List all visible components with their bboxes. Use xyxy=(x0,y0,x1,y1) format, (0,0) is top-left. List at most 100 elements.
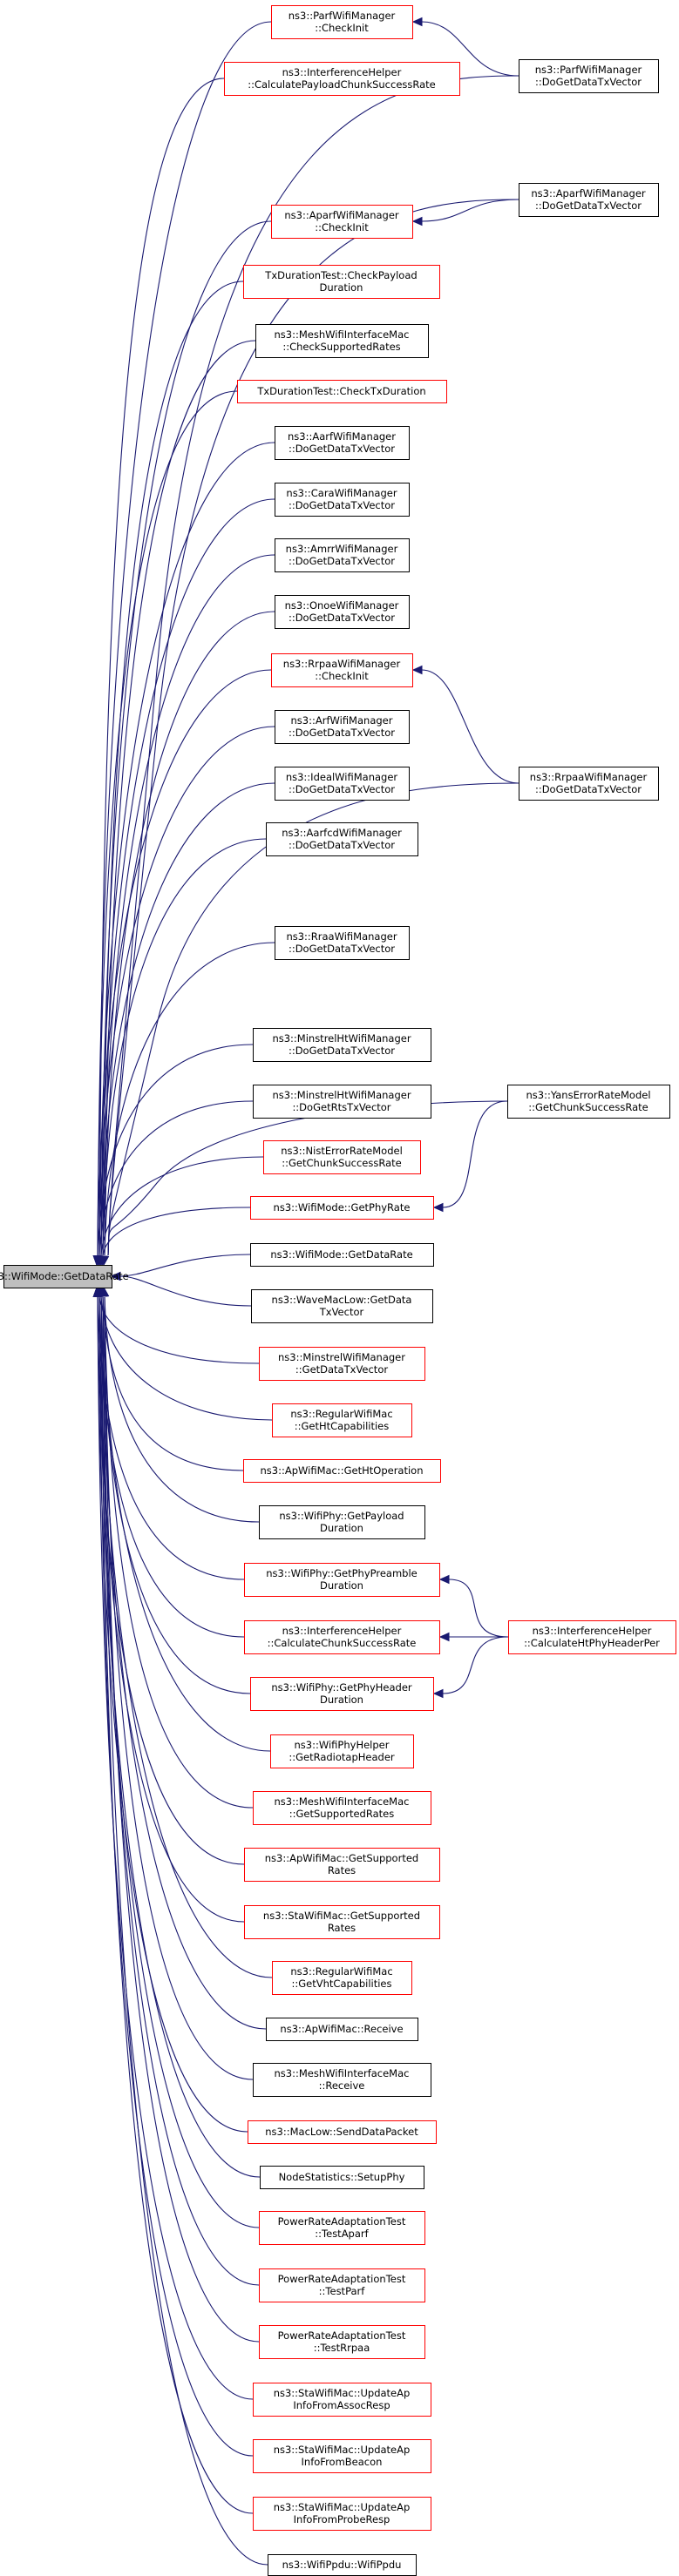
arrowhead-c44 xyxy=(98,1286,108,1297)
node-ns3-wifiphyhelper-getradiotapheader[interactable]: ns3::WifiPhyHelper::GetRadiotapHeader xyxy=(270,1734,414,1768)
node-ns3-interferencehelper-calculatepayloadchunksuccessrate[interactable]: ns3::InterferenceHelper::CalculatePayloa… xyxy=(224,62,460,96)
node-box xyxy=(250,1677,434,1711)
node-label: ::DoGetDataTxVector xyxy=(289,943,395,955)
node-ns3-wifippdu-wifippdu[interactable]: ns3::WifiPpdu::WifiPpdu xyxy=(268,2554,417,2576)
edge-c7-root xyxy=(98,442,275,1256)
node-label: ::GetVhtCapabilities xyxy=(292,1978,392,1990)
node-ns3-nisterrorratemodel-getchunksuccessrate[interactable]: ns3::NistErrorRateModel::GetChunkSuccess… xyxy=(263,1140,421,1174)
node-ns3-minstrelhtwifimanager-dogetdatatxvector[interactable]: ns3::MinstrelHtWifiManager::DoGetDataTxV… xyxy=(253,1028,431,1062)
node-ns3-apwifimac-getsupportedrates[interactable]: ns3::ApWifiMac::GetSupportedRates xyxy=(244,1848,440,1882)
node-ns3-aarfwifimanager-dogetdatatxvector[interactable]: ns3::AarfWifiManager::DoGetDataTxVector xyxy=(275,426,410,460)
node-box xyxy=(263,1140,421,1174)
node-ns3-apwifimac-receive[interactable]: ns3::ApWifiMac::Receive xyxy=(266,2018,418,2041)
edge-c12-root xyxy=(98,726,275,1256)
node-ns3-wifimode-getdatarate[interactable]: ns3::WifiMode::GetDataRate xyxy=(0,1265,129,1288)
node-label: ::GetSupportedRates xyxy=(289,1808,394,1820)
node-label: ns3::InterferenceHelper xyxy=(282,66,402,78)
node-box xyxy=(244,1905,440,1939)
node-box xyxy=(508,1620,676,1654)
node-box xyxy=(270,1734,414,1768)
node-ns3-wavemaclow-getdatatxvector[interactable]: ns3::WaveMacLow::GetDataTxVector xyxy=(251,1289,433,1323)
node-box xyxy=(275,426,410,460)
node-box xyxy=(253,1028,431,1062)
node-ns3-idealwifimanager-dogetdatatxvector[interactable]: ns3::IdealWifiManager::DoGetDataTxVector xyxy=(275,767,410,801)
node-ns3-aarfcdwifimanager-dogetdatatxvector[interactable]: ns3::AarfcdWifiManager::DoGetDataTxVecto… xyxy=(266,822,418,856)
node-label: ::TestRrpaa xyxy=(314,2342,370,2354)
node-ns3-parfwifimanager-dogetdatatxvector[interactable]: ns3::ParfWifiManager::DoGetDataTxVector xyxy=(519,59,659,93)
node-label: ns3::InterferenceHelper xyxy=(533,1625,652,1637)
arrowhead-s2-c3 xyxy=(411,216,423,226)
node-ns3-meshwifiinterfacemac-receive[interactable]: ns3::MeshWifiInterfaceMac::Receive xyxy=(253,2063,431,2097)
node-powerrateadaptationtest-testaparf[interactable]: PowerRateAdaptationTest::TestAparf xyxy=(259,2211,425,2245)
edge-c1-root xyxy=(97,21,272,1256)
node-ns3-yanserrorratemodel-getchunksuccessrate[interactable]: ns3::YansErrorRateModel::GetChunkSuccess… xyxy=(507,1085,670,1119)
edge-c35-root xyxy=(104,1296,254,2080)
node-label: ::CheckSupportedRates xyxy=(282,341,400,353)
node-ns3-onoewifimanager-dogetdatatxvector[interactable]: ns3::OnoeWifiManager::DoGetDataTxVector xyxy=(275,595,410,629)
node-ns3-minstrelhtwifimanager-dogetrtstxvector[interactable]: ns3::MinstrelHtWifiManager::DoGetRtsTxVe… xyxy=(253,1085,431,1119)
node-ns3-regularwifimac-getvhtcapabilities[interactable]: ns3::RegularWifiMac::GetVhtCapabilities xyxy=(272,1961,412,1995)
edge-c15-root xyxy=(104,942,275,1256)
arrowhead-s5-c26 xyxy=(438,1574,450,1585)
node-label: ns3::AarfcdWifiManager xyxy=(282,827,402,839)
node-powerrateadaptationtest-testparf[interactable]: PowerRateAdaptationTest::TestParf xyxy=(259,2268,425,2302)
edges-layer xyxy=(92,17,519,2566)
node-label: ::Receive xyxy=(319,2079,365,2092)
node-ns3-stawifimac-getsupportedrates[interactable]: ns3::StaWifiMac::GetSupportedRates xyxy=(244,1905,440,1939)
node-ns3-meshwifiinterfacemac-getsupportedrates[interactable]: ns3::MeshWifiInterfaceMac::GetSupportedR… xyxy=(253,1791,431,1825)
edge-c30-root xyxy=(104,1296,254,1809)
node-ns3-aparfwifimanager-checkinit[interactable]: ns3::AparfWifiManager::CheckInit xyxy=(271,205,413,239)
node-ns3-interferencehelper-calculatehtphyheaderper[interactable]: ns3::InterferenceHelper::CalculateHtPhyH… xyxy=(508,1620,676,1654)
edge-c22-root xyxy=(98,1296,260,1364)
node-label: ns3::RrpaaWifiManager xyxy=(283,658,401,670)
node-ns3-arfwifimanager-dogetdatatxvector[interactable]: ns3::ArfWifiManager::DoGetDataTxVector xyxy=(275,710,410,744)
node-ns3-rrpaawifimanager-checkinit[interactable]: ns3::RrpaaWifiManager::CheckInit xyxy=(271,653,413,687)
node-box xyxy=(259,1347,425,1381)
node-label: ns3::AmrrWifiManager xyxy=(286,543,398,555)
node-label: ns3::RegularWifiMac xyxy=(290,1408,392,1420)
edge-s4-root xyxy=(107,1100,508,1256)
node-box xyxy=(253,2063,431,2097)
node-txdurationtest-checktxduration[interactable]: TxDurationTest::CheckTxDuration xyxy=(237,380,447,403)
node-label: ns3::OnoeWifiManager xyxy=(285,599,399,612)
node-box xyxy=(271,205,413,239)
node-label: ns3::AparfWifiManager xyxy=(284,209,399,221)
edge-c3-root xyxy=(100,220,272,1256)
node-ns3-meshwifiinterfacemac-checksupportedrates[interactable]: ns3::MeshWifiInterfaceMac::CheckSupporte… xyxy=(255,324,429,358)
node-label: ::GetDataTxVector xyxy=(295,1363,388,1376)
node-box xyxy=(266,822,418,856)
edge-c41-root xyxy=(97,1296,254,2400)
node-ns3-regularwifimac-gethtcapabilities[interactable]: ns3::RegularWifiMac::GetHtCapabilities xyxy=(272,1403,412,1437)
edge-c19-root xyxy=(102,1207,251,1256)
node-ns3-stawifimac-updateapinfofromproberesp[interactable]: ns3::StaWifiMac::UpdateApInfoFromProbeRe… xyxy=(253,2497,431,2531)
edge-c11-root xyxy=(97,669,272,1256)
node-ns3-maclow-senddatapacket[interactable]: ns3::MacLow::SendDataPacket xyxy=(248,2120,437,2144)
node-box xyxy=(250,1196,434,1220)
node-label: ns3::MacLow::SendDataPacket xyxy=(265,2126,418,2138)
node-box xyxy=(253,1085,431,1119)
edge-c42-root xyxy=(98,1296,254,2457)
node-ns3-aparfwifimanager-dogetdatatxvector[interactable]: ns3::AparfWifiManager::DoGetDataTxVector xyxy=(519,183,659,217)
node-ns3-wifimode-getdatarate[interactable]: ns3::WifiMode::GetDataRate xyxy=(250,1243,434,1267)
node-ns3-rrpaawifimanager-dogetdatatxvector[interactable]: ns3::RrpaaWifiManager::DoGetDataTxVector xyxy=(519,767,659,801)
node-ns3-wifimode-getphyrate[interactable]: ns3::WifiMode::GetPhyRate xyxy=(250,1196,434,1220)
node-powerrateadaptationtest-testrrpaa[interactable]: PowerRateAdaptationTest::TestRrpaa xyxy=(259,2325,425,2359)
node-ns3-amrrwifimanager-dogetdatatxvector[interactable]: ns3::AmrrWifiManager::DoGetDataTxVector xyxy=(275,538,410,572)
edge-c20-root xyxy=(119,1254,251,1277)
node-ns3-parfwifimanager-checkinit[interactable]: ns3::ParfWifiManager::CheckInit xyxy=(271,5,413,39)
node-ns3-interferencehelper-calculatechunksuccessrate[interactable]: ns3::InterferenceHelper::CalculateChunkS… xyxy=(244,1620,440,1654)
node-label: ::GetChunkSuccessRate xyxy=(282,1157,401,1169)
node-ns3-stawifimac-updateapinfofromassocresp[interactable]: ns3::StaWifiMac::UpdateApInfoFromAssocRe… xyxy=(253,2383,431,2417)
node-ns3-carawifimanager-dogetdatatxvector[interactable]: ns3::CaraWifiManager::DoGetDataTxVector xyxy=(275,483,410,517)
node-ns3-apwifimac-gethtoperation[interactable]: ns3::ApWifiMac::GetHtOperation xyxy=(243,1459,441,1483)
node-ns3-rraawifimanager-dogetdatatxvector[interactable]: ns3::RraaWifiManager::DoGetDataTxVector xyxy=(275,926,410,960)
node-label: ns3::MeshWifiInterfaceMac xyxy=(275,2067,410,2079)
node-nodestatistics-setupphy[interactable]: NodeStatistics::SetupPhy xyxy=(260,2166,424,2189)
node-ns3-minstrelwifimanager-getdatatxvector[interactable]: ns3::MinstrelWifiManager::GetDataTxVecto… xyxy=(259,1347,425,1381)
